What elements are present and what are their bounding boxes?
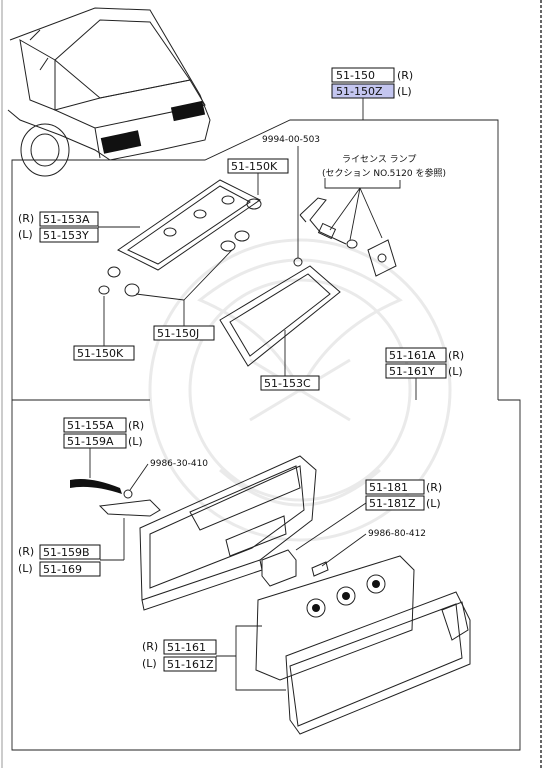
assembly-callout: 51-150 (R) 51-150Z (L) [331, 67, 413, 120]
part-51-169-side: (L) [18, 562, 33, 575]
screw-icon [311, 561, 329, 577]
bulb-holder-plate [117, 179, 261, 271]
part-51-153A: 51-153A [43, 213, 90, 226]
gasket [219, 265, 341, 367]
part-51-161Z-side: (L) [142, 657, 157, 670]
tail-lamp-lens [285, 591, 471, 735]
part-51-181: 51-181 [369, 481, 408, 494]
part-51-159B-side: (R) [18, 545, 34, 558]
license-lamp [299, 197, 397, 277]
assy-right-side: (R) [397, 69, 413, 82]
part-51-159A-side: (L) [128, 435, 143, 448]
part-51-161-side: (R) [142, 640, 158, 653]
part-51-155A: 51-155A [67, 419, 114, 432]
part-9986-30-410: 9986-30-410 [150, 459, 208, 469]
reflector [255, 555, 415, 681]
lamp-housing [139, 455, 317, 611]
part-51-161Z: 51-161Z [167, 658, 214, 671]
part-9986-80-412: 9986-80-412 [368, 529, 426, 539]
part-51-181Z: 51-181Z [369, 497, 416, 510]
part-51-161Y: 51-161Y [389, 365, 435, 378]
part-51-150J: 51-150J [157, 327, 199, 340]
license-note-line2: (セクション NO.5120 を参照) [322, 167, 446, 179]
bolt-9994-label: 9994-00-503 [262, 135, 320, 145]
car-rear-illustration [7, 7, 211, 177]
part-51-161: 51-161 [167, 641, 206, 654]
part-51-181Z-side: (L) [426, 497, 441, 510]
black-trim-strip [70, 479, 122, 494]
assy-left-side: (L) [397, 85, 412, 98]
assy-right-code: 51-150 [336, 69, 375, 82]
part-51-161A: 51-161A [389, 349, 436, 362]
part-51-161Y-side: (L) [448, 365, 463, 378]
lamp-socket [261, 549, 297, 587]
bulbs [98, 198, 262, 297]
part-51-159A: 51-159A [67, 435, 114, 448]
part-51-181-side: (R) [426, 481, 442, 494]
upper-frame [11, 119, 499, 400]
part-51-153C: 51-153C [264, 377, 311, 390]
part-51-169: 51-169 [43, 563, 82, 576]
garnish-bracket [98, 499, 161, 517]
part-51-153A-side: (R) [18, 212, 34, 225]
part-51-153Y-side: (L) [18, 228, 33, 241]
part-51-155A-side: (R) [128, 419, 144, 432]
part-51-150K-top: 51-150K [231, 160, 278, 173]
nut-icon [293, 257, 303, 267]
assy-left-code: 51-150Z [336, 85, 383, 98]
part-51-159B: 51-159B [43, 546, 90, 559]
part-51-153Y: 51-153Y [43, 229, 89, 242]
license-note-line1: ライセンス ランプ [342, 154, 416, 165]
part-51-150K-bottom: 51-150K [77, 347, 124, 360]
part-51-161A-side: (R) [448, 349, 464, 362]
